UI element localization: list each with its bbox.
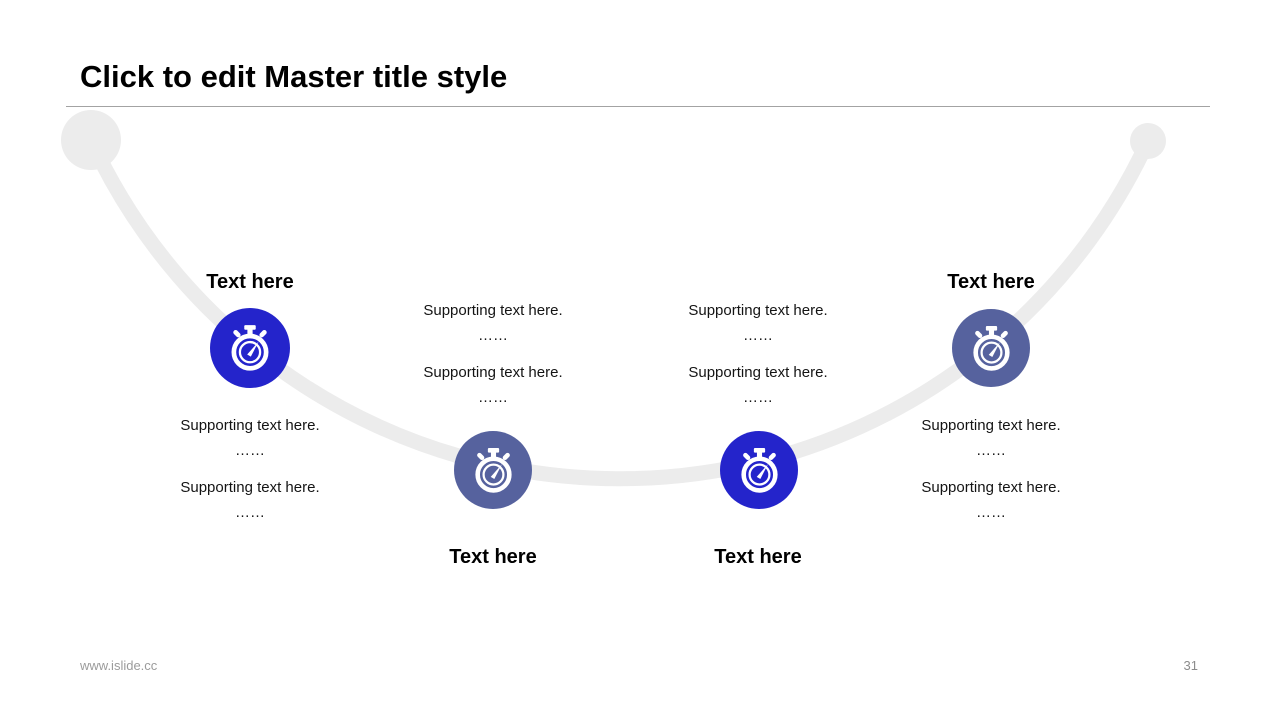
milestone-1-circle [210, 308, 290, 388]
supporting-ellipsis: …… [976, 442, 1006, 459]
stopwatch-icon [231, 325, 269, 371]
supporting-line: Supporting text here. [688, 364, 828, 381]
stopwatch-icon [972, 325, 1010, 371]
supporting-ellipsis: …… [235, 442, 265, 459]
arc-curve [84, 136, 1155, 487]
supporting-line: Supporting text here. [180, 417, 320, 434]
milestone-2-circle [454, 431, 532, 509]
milestone-2-supporting-text[interactable]: Supporting text here. …… Supporting text… [383, 298, 603, 410]
supporting-line: Supporting text here. [423, 302, 563, 319]
arc-end-node [1130, 123, 1166, 159]
supporting-line: Supporting text here. [921, 417, 1061, 434]
milestone-3-supporting-text[interactable]: Supporting text here. …… Supporting text… [648, 298, 868, 410]
milestone-3-circle [720, 431, 798, 509]
supporting-ellipsis: …… [743, 327, 773, 344]
milestone-4-title[interactable]: Text here [947, 271, 1035, 293]
milestone-1-title[interactable]: Text here [206, 271, 294, 293]
milestone-3-title[interactable]: Text here [714, 546, 802, 568]
supporting-line: Supporting text here. [180, 479, 320, 496]
supporting-ellipsis: …… [743, 389, 773, 406]
supporting-line: Supporting text here. [921, 479, 1061, 496]
supporting-ellipsis: …… [478, 327, 508, 344]
footer-website-link[interactable]: www.islide.cc [80, 658, 158, 673]
title-divider [66, 106, 1210, 107]
slide-title[interactable]: Click to edit Master title style [80, 59, 508, 94]
supporting-line: Supporting text here. [423, 364, 563, 381]
stopwatch-icon [474, 447, 512, 493]
milestone-4-supporting-text[interactable]: Supporting text here. …… Supporting text… [881, 413, 1101, 525]
supporting-line: Supporting text here. [688, 302, 828, 319]
arc-start-node [61, 110, 121, 170]
milestone-4-circle [952, 309, 1030, 387]
page-number: 31 [1183, 658, 1198, 673]
supporting-ellipsis: …… [235, 504, 265, 521]
stopwatch-icon [740, 447, 778, 493]
milestone-2-title[interactable]: Text here [449, 546, 537, 568]
milestone-1-supporting-text[interactable]: Supporting text here. …… Supporting text… [140, 413, 360, 525]
supporting-ellipsis: …… [478, 389, 508, 406]
supporting-ellipsis: …… [976, 504, 1006, 521]
